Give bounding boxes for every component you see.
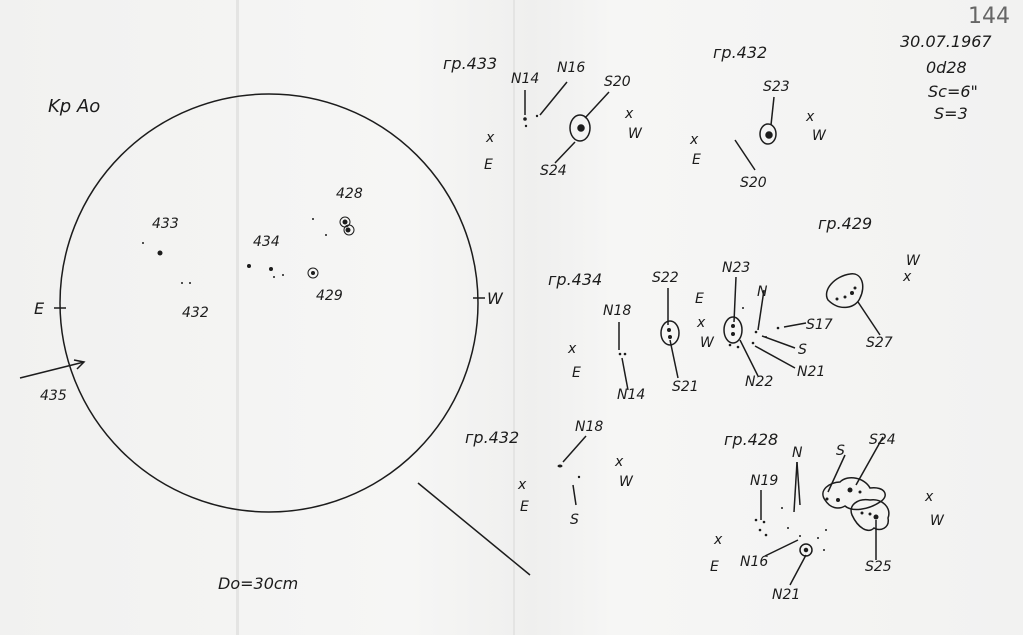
- disk-east-label: E: [34, 299, 45, 318]
- axis-mark: x: [690, 132, 699, 148]
- spot-label: S23: [763, 79, 790, 95]
- group-title: гр.432: [465, 428, 520, 447]
- disk-group-label: 433: [152, 216, 179, 232]
- fold-line: [236, 0, 239, 635]
- west-label: W: [619, 474, 633, 490]
- axis-mark: x: [714, 532, 723, 548]
- west-label: W: [930, 513, 944, 529]
- axis-mark: x: [615, 454, 624, 470]
- observation-date: 30.07.1967: [900, 32, 992, 51]
- spot-label: N19: [750, 473, 779, 489]
- axis-mark: x: [925, 489, 934, 505]
- observatory-label: Kp Ao: [48, 96, 101, 117]
- arrow-435: [19, 361, 85, 379]
- group-title: гр.432: [713, 43, 768, 62]
- spot-label: S: [836, 443, 845, 459]
- axis-mark: x: [806, 109, 815, 125]
- spot-label: S: [570, 512, 579, 528]
- east-label: E: [520, 499, 529, 515]
- west-label: W: [812, 128, 826, 144]
- spot-label: N23: [722, 260, 751, 276]
- axis-mark: x: [486, 130, 495, 146]
- group-title: гр.428: [724, 430, 779, 449]
- axis-mark: x: [697, 315, 706, 331]
- spot-label: N18: [575, 419, 604, 435]
- spot-label: S20: [604, 74, 631, 90]
- spot-label: N22: [745, 374, 774, 390]
- disk-west-label: W: [487, 289, 503, 308]
- seeing-sc: Sc=6": [928, 82, 978, 101]
- spot-label: S: [798, 342, 807, 358]
- observation-time: 0d28: [926, 58, 967, 77]
- page-number: 144: [968, 4, 1010, 29]
- disk-group-label: 435: [40, 388, 67, 404]
- east-label: E: [710, 559, 719, 575]
- east-label: E: [484, 157, 493, 173]
- axis-mark: x: [625, 106, 634, 122]
- spot-label: N: [757, 284, 768, 300]
- solar-disk: [59, 93, 479, 513]
- spot-label: S21: [672, 379, 699, 395]
- seeing-s: S=3: [934, 104, 968, 123]
- disk-spots: [142, 218, 351, 284]
- spot-label: S17: [806, 317, 833, 333]
- disk-group-label: 434: [253, 234, 280, 250]
- spot-label: N21: [797, 364, 826, 380]
- east-label: E: [695, 291, 704, 307]
- east-label: E: [692, 152, 701, 168]
- west-label: W: [628, 126, 642, 142]
- disk-group-label: 432: [182, 305, 209, 321]
- group-title: гр.434: [548, 270, 603, 289]
- spot-label: S24: [540, 163, 567, 179]
- arrow-head: [73, 359, 86, 370]
- spot-label: S22: [652, 270, 679, 286]
- spot-label: S24: [869, 432, 896, 448]
- pointer-line: [417, 482, 531, 576]
- axis-mark: x: [903, 269, 912, 285]
- spot-label: N21: [772, 587, 801, 603]
- west-label: W: [700, 335, 714, 351]
- disk-group-label: 428: [336, 186, 363, 202]
- group-title: гр.433: [443, 54, 498, 73]
- axis-mark: x: [568, 341, 577, 357]
- spot-label: S20: [740, 175, 767, 191]
- axis-mark: x: [518, 477, 527, 493]
- spot-label: N16: [557, 60, 586, 76]
- spot-label: N14: [617, 387, 646, 403]
- spot-label: N: [792, 445, 803, 461]
- spot-label: N18: [603, 303, 632, 319]
- spot-label: S27: [866, 335, 893, 351]
- spot-label: N14: [511, 71, 540, 87]
- east-label: E: [572, 365, 581, 381]
- group-title: гр.429: [818, 214, 873, 233]
- spot-label: S25: [865, 559, 892, 575]
- aperture-label: Do=30cm: [218, 574, 299, 593]
- west-label: W: [906, 253, 920, 269]
- fold-line: [513, 0, 515, 635]
- spot-label: N16: [740, 554, 769, 570]
- disk-group-label: 429: [316, 288, 343, 304]
